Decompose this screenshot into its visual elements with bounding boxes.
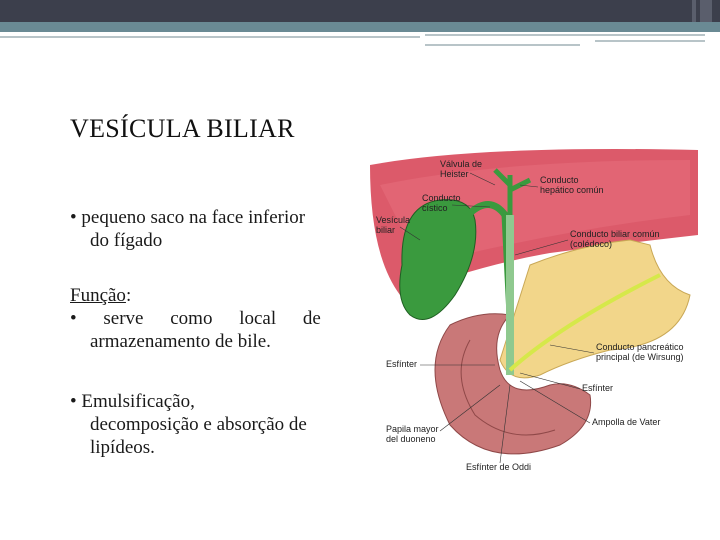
gallbladder-shape [399, 199, 477, 320]
bullet-3-line-3: lipídeos. [90, 437, 155, 458]
label-esfinter-2: Esfínter [582, 383, 613, 393]
bullet-item-3: • Emulsificação, decomposição e absorção… [70, 390, 345, 459]
top-bar [0, 0, 720, 22]
function-label: Função [70, 285, 126, 306]
bullet-1-line-1: • pequeno saco na face inferior [70, 207, 306, 228]
top-bar-accent-block [700, 0, 712, 22]
decorative-lines [0, 32, 720, 52]
bullet-3-line-1: • Emulsificação, [70, 391, 195, 412]
function-colon: : [125, 285, 132, 306]
bullet-3-line-2: decomposição e absorção de [90, 414, 307, 435]
label-conducto-biliar: Conducto biliar común(colédoco) [570, 229, 660, 249]
function-heading: Função: [70, 284, 342, 307]
bullet-2-line-2: armazenamento de bile. [90, 331, 271, 352]
leader-lines [399, 172, 595, 464]
pancreatic-duct [508, 273, 661, 372]
bullet-item-1: • pequeno saco na face inferior do fígad… [70, 206, 345, 252]
label-ampolla: Ampolla de Vater [592, 417, 660, 427]
top-bar-accent [692, 0, 696, 22]
cystic-duct [467, 201, 514, 316]
duodenum-shape [434, 313, 592, 455]
duodenum-inner [460, 339, 556, 436]
function-section: Função: • serve como local de armazename… [70, 284, 342, 353]
teal-band [0, 22, 720, 32]
label-esfinter-1: Esfínter [386, 359, 417, 369]
bullet-1-line-2: do fígado [90, 230, 163, 251]
label-esfinter-oddi: Esfínter de Oddi [466, 462, 531, 472]
bullet-2-line-1: • serve como local de [70, 308, 321, 329]
page-title: VESÍCULA BILIAR [70, 114, 295, 143]
